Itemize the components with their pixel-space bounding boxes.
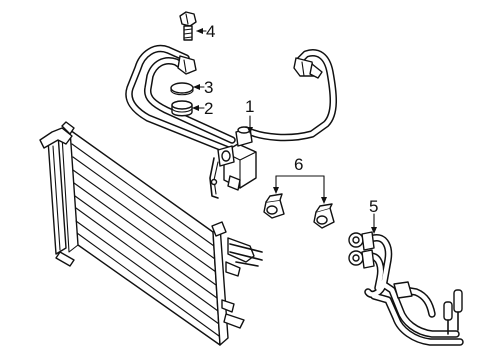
part-1-oil-cooler	[209, 126, 257, 199]
callout-6: 6	[273, 155, 327, 204]
part-4-bolt	[179, 11, 197, 41]
part-6-clips	[263, 193, 335, 229]
callout-4: 4	[196, 22, 215, 41]
callout-1-label: 1	[245, 97, 254, 116]
callout-1: 1	[245, 97, 254, 134]
callout-5-label: 5	[369, 197, 378, 216]
callout-3-label: 3	[204, 78, 213, 97]
radiator	[39, 121, 263, 346]
callout-2: 2	[192, 99, 213, 118]
callout-4-label: 4	[206, 22, 215, 41]
oil-cooler-lines	[125, 44, 337, 154]
callout-2-label: 2	[204, 99, 213, 118]
callout-6-label: 6	[294, 155, 303, 174]
part-2-oring	[171, 100, 193, 117]
part-3-seal	[170, 82, 194, 96]
callout-5: 5	[369, 197, 378, 234]
callout-3: 3	[193, 78, 213, 97]
part-5-hose-assembly	[348, 231, 464, 346]
